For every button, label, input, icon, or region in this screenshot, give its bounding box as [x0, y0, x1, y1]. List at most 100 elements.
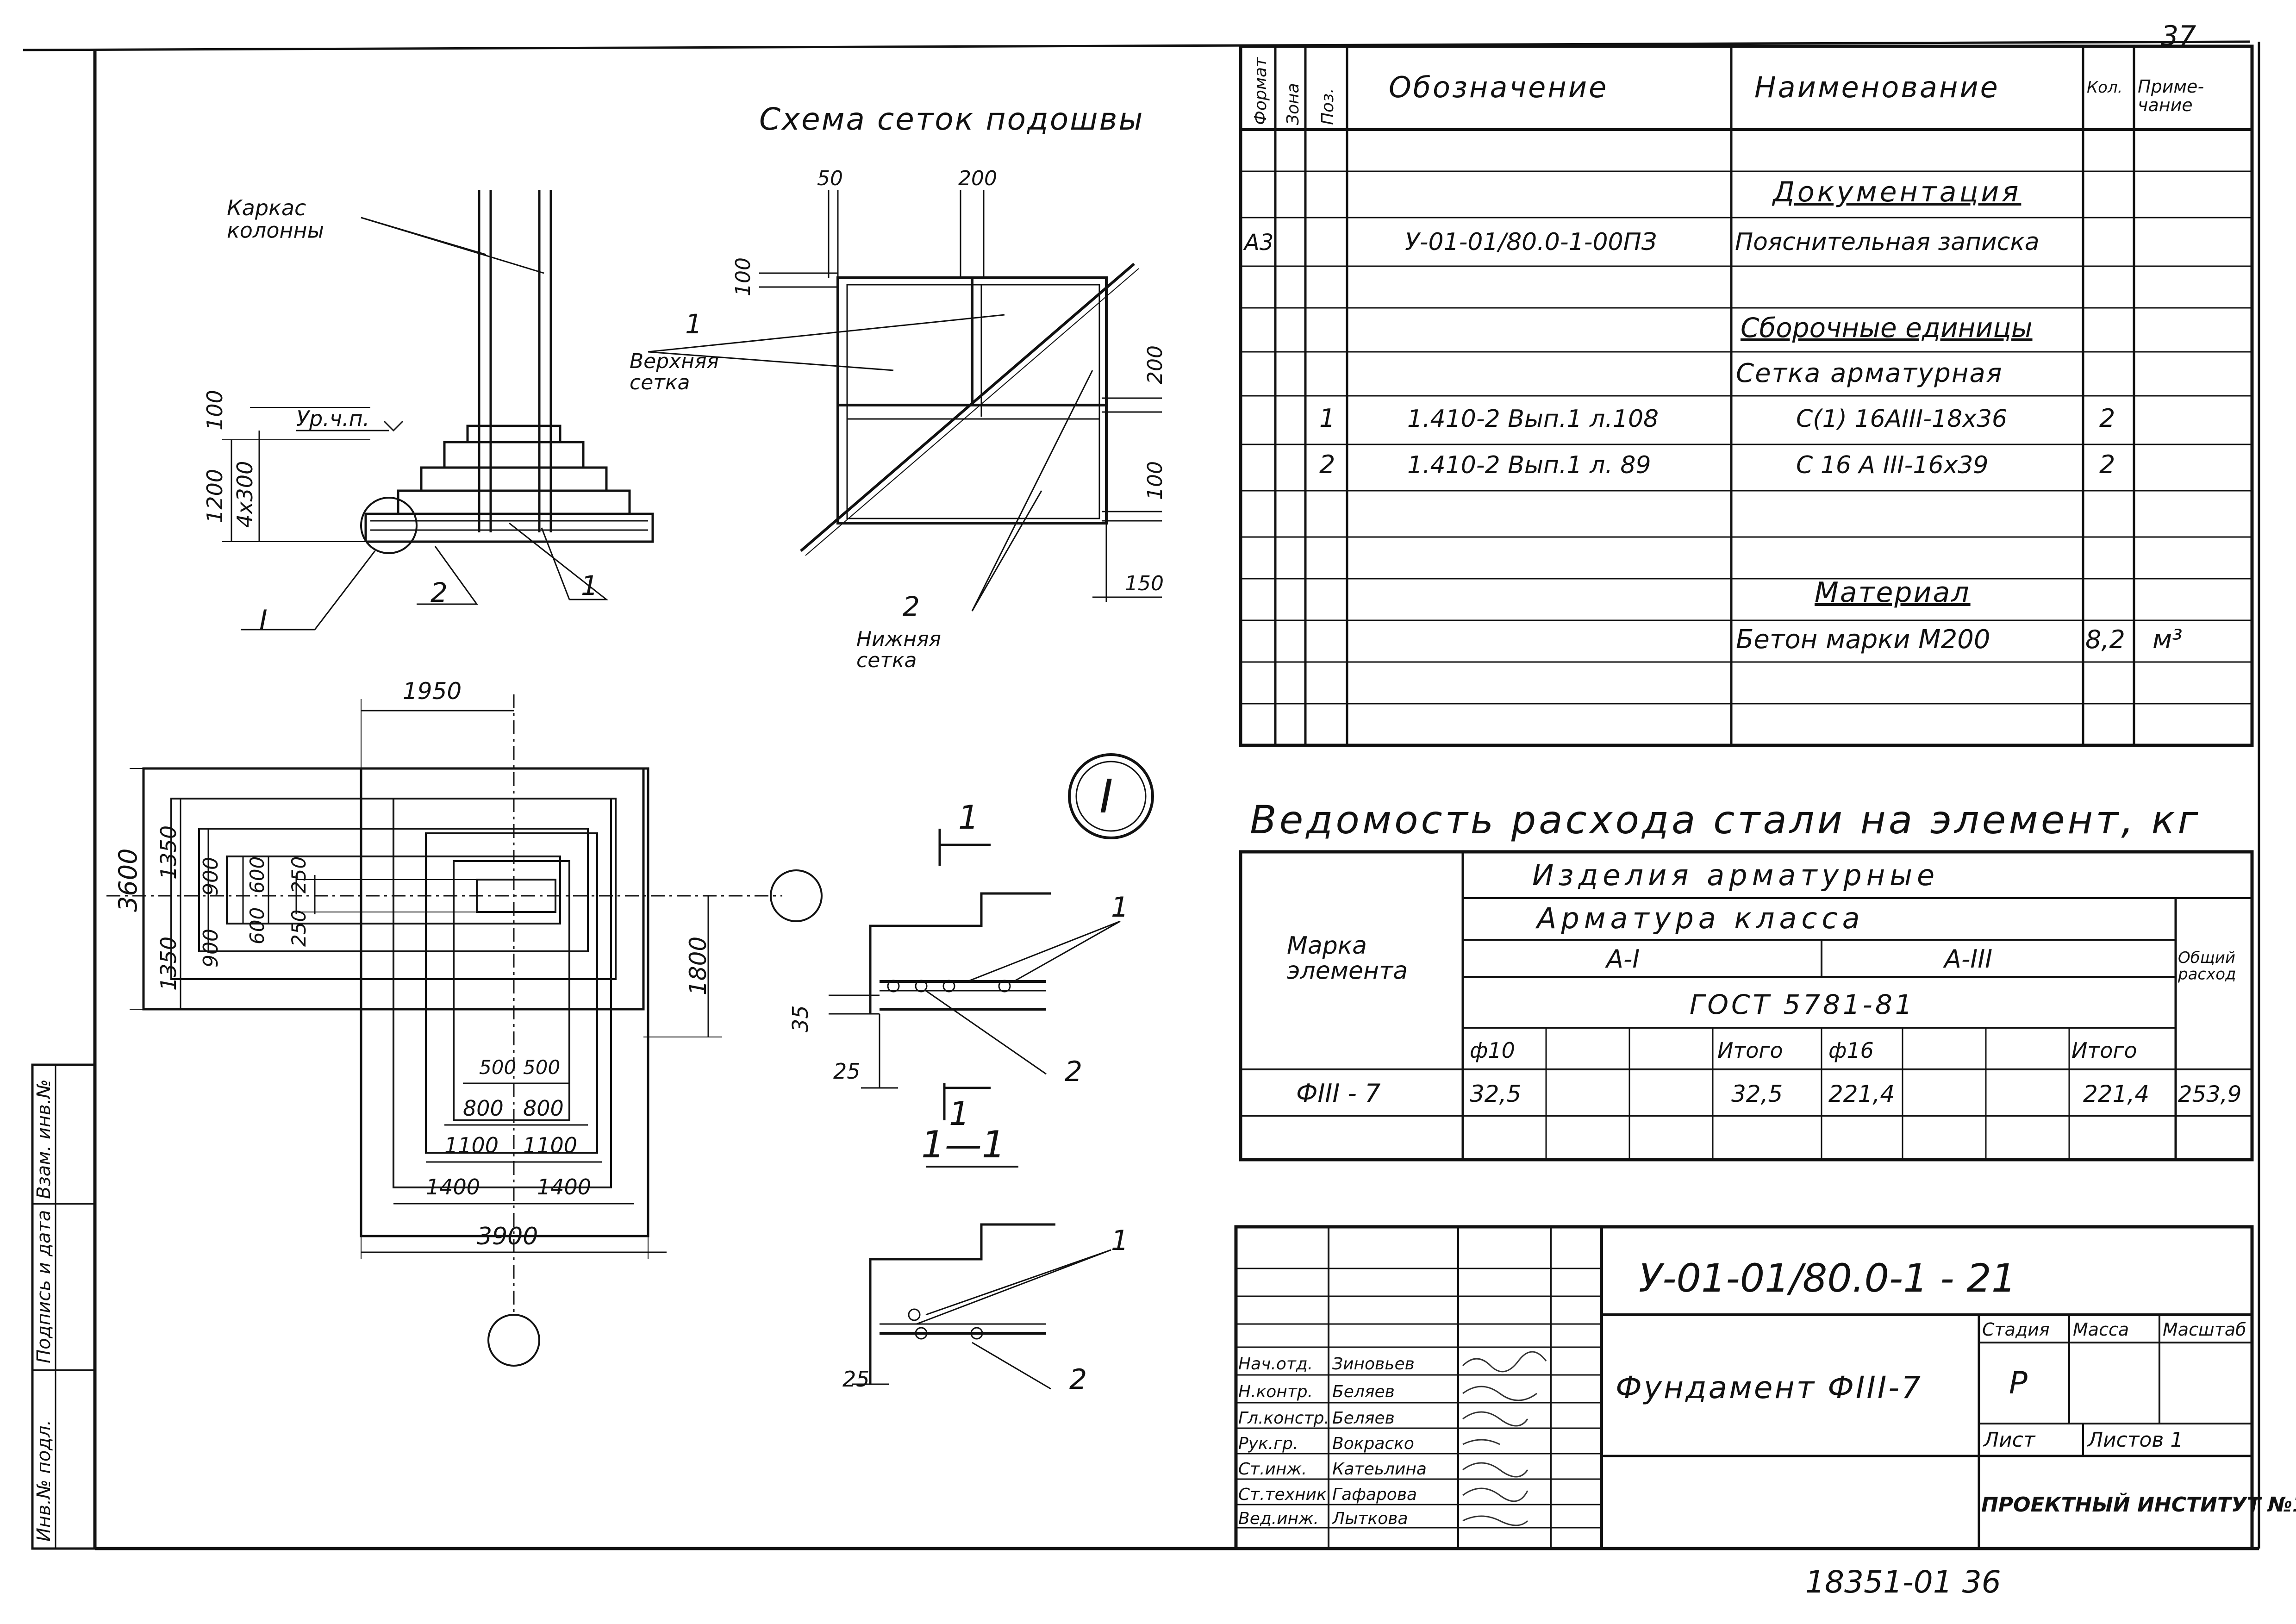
dim-200b: 200 [1143, 345, 1167, 384]
hdr-zone: Зона [1284, 83, 1303, 125]
side-stamp-repl: Взам. инв.№ [33, 1079, 55, 1199]
tb-object-name: Фундамент ФIII-7 [1616, 1370, 1922, 1405]
steel-element-hdr-text: Марка [1287, 932, 1367, 960]
dim-1400a: 1400 [426, 1174, 480, 1199]
dim-35: 35 [788, 1005, 813, 1032]
steel-total-hdr-text: Общий [2178, 949, 2235, 967]
dim-250a: 250 [287, 856, 310, 893]
detail-marker [1068, 753, 1154, 839]
dim-1350b: 1350 [156, 937, 181, 991]
row3-name: Сетка арматурная [1736, 358, 2003, 388]
dim-4x300: 4х300 [232, 461, 257, 528]
dim-1800: 1800 [685, 937, 711, 995]
steel-element-hdr: Марка элемента [1287, 932, 1408, 985]
steel-group: Изделия арматурные [1532, 858, 1939, 892]
steel-row-d10: 32,5 [1470, 1081, 1521, 1107]
steel-total-hdr: Общий расход [2177, 949, 2240, 984]
dim-3600: 3600 [113, 849, 143, 912]
dim-800a: 800 [463, 1096, 504, 1121]
row5-pos: 2 [1319, 450, 1335, 479]
row5-name: С 16 А III-16х39 [1796, 451, 1989, 479]
tb-role-0: Нач.отд. [1238, 1355, 1313, 1374]
section-1-1 [829, 829, 1121, 1168]
row8-qty: 8,2 [2085, 625, 2125, 654]
section-label: 1—1 [921, 1123, 1005, 1166]
steel-col-d16: ф16 [1828, 1038, 1874, 1063]
level-label: Ур.ч.п. [296, 406, 369, 431]
hdr-note-text: Приме- [2138, 76, 2204, 97]
side-stamp-sign: Подпись и дата [33, 1210, 55, 1363]
steel-class-a1: А-I [1605, 944, 1640, 974]
spec-rows: Документация А3 У-01-01/80.0-1-00ПЗ Пояс… [1243, 176, 2183, 655]
row5-designation: 1.410-2 Вып.1 л. 89 [1407, 451, 1651, 479]
label-2a: 2 [430, 577, 448, 608]
bottom-mesh-label: Нижняя сетка [856, 627, 948, 672]
steel-row-d16: 221,4 [1828, 1081, 1895, 1107]
dim-100b: 100 [731, 257, 755, 296]
text-line: элемента [1287, 957, 1408, 985]
det-num-1: 1 [1111, 1224, 1129, 1257]
tb-mass-label: Масса [2073, 1319, 2129, 1340]
hdr-name: Наименование [1754, 70, 2000, 104]
label-I: I [259, 604, 268, 637]
tb-scale-label: Масштаб [2163, 1319, 2246, 1340]
side-stamp: Инв.№ подл. Подпись и дата Взам. инв.№ [31, 1063, 96, 1550]
steel-row-grand: 253,9 [2178, 1081, 2241, 1107]
steel-gost: ГОСТ 5781-81 [1690, 989, 1915, 1020]
dim-1950: 1950 [403, 678, 462, 705]
det-num-2: 2 [1069, 1363, 1087, 1396]
signatures [1462, 1351, 1547, 1526]
elevation-view [222, 190, 654, 631]
top-mesh-num: 1 [685, 308, 702, 340]
tb-name-0: Зиновьев [1332, 1355, 1415, 1374]
dim-1400b: 1400 [537, 1174, 591, 1199]
dim-100: 100 [202, 390, 227, 431]
hdr-note: Приме- чание [2138, 76, 2209, 115]
mesh-scheme [648, 190, 1162, 612]
sec-num-2: 2 [1065, 1056, 1082, 1088]
steel-class-a3: А-III [1943, 944, 1992, 974]
hdr-designation: Обозначение [1389, 70, 1608, 104]
hdr-format: Формат [1251, 57, 1270, 125]
dim-600b: 600 [246, 907, 268, 944]
dim-3900: 3900 [477, 1223, 538, 1250]
tb-name-1: Беляев [1332, 1382, 1395, 1401]
tb-stage-label: Стадия [1982, 1319, 2050, 1340]
dim-1100a: 1100 [444, 1133, 499, 1158]
dim-150: 150 [1125, 572, 1164, 595]
row4-name: С(1) 16АIII-18х36 [1796, 405, 2007, 433]
dim-1200: 1200 [202, 469, 227, 523]
row1-format: А3 [1243, 230, 1273, 256]
top-mesh-label: Верхняя сетка [630, 350, 725, 394]
tb-name-6: Лыткова [1331, 1509, 1408, 1528]
steel-col-total1: Итого [1717, 1038, 1783, 1063]
bottom-code: 18351-01 36 [1805, 1564, 2001, 1600]
steel-subgroup: Арматура класса [1535, 901, 1865, 935]
tb-name-2: Беляев [1332, 1409, 1395, 1428]
dim-600a: 600 [246, 856, 268, 893]
bottom-mesh-label-text: Нижняя [856, 627, 941, 651]
tb-code: У-01-01/80.0-1 - 21 [1639, 1255, 2016, 1301]
dim-25a: 25 [833, 1059, 861, 1084]
tb-people: Нач.отд. Зиновьев Н.контр. Беляев Гл.кон… [1238, 1355, 1427, 1528]
tb-role-2: Гл.констр. [1238, 1409, 1329, 1428]
tb-role-1: Н.контр. [1238, 1382, 1313, 1401]
sec-num-1: 1 [1111, 891, 1129, 924]
row1-name: Пояснительная записка [1735, 228, 2040, 256]
row5-qty: 2 [2099, 450, 2115, 479]
side-stamp-inv: Инв.№ подл. [33, 1420, 55, 1542]
steel-col-d10: ф10 [1470, 1038, 1515, 1063]
row4-qty: 2 [2099, 404, 2115, 433]
row0-name: Документация [1772, 176, 2021, 208]
dim-100c: 100 [1143, 461, 1167, 500]
frame-label-text: Каркас [227, 195, 306, 220]
tb-role-3: Рук.гр. [1238, 1434, 1298, 1453]
text-line: сетка [856, 649, 917, 672]
text-line: чание [2138, 95, 2193, 115]
dim-50: 50 [817, 167, 843, 190]
steel-table-title: Ведомость расхода стали на элемент, кг [1250, 797, 2201, 843]
row7-name: Материал [1815, 576, 1971, 609]
detail-mark: I [1099, 769, 1113, 824]
hdr-pos: Поз. [1318, 88, 1337, 125]
row8-name: Бетон марки М200 [1736, 625, 1990, 655]
